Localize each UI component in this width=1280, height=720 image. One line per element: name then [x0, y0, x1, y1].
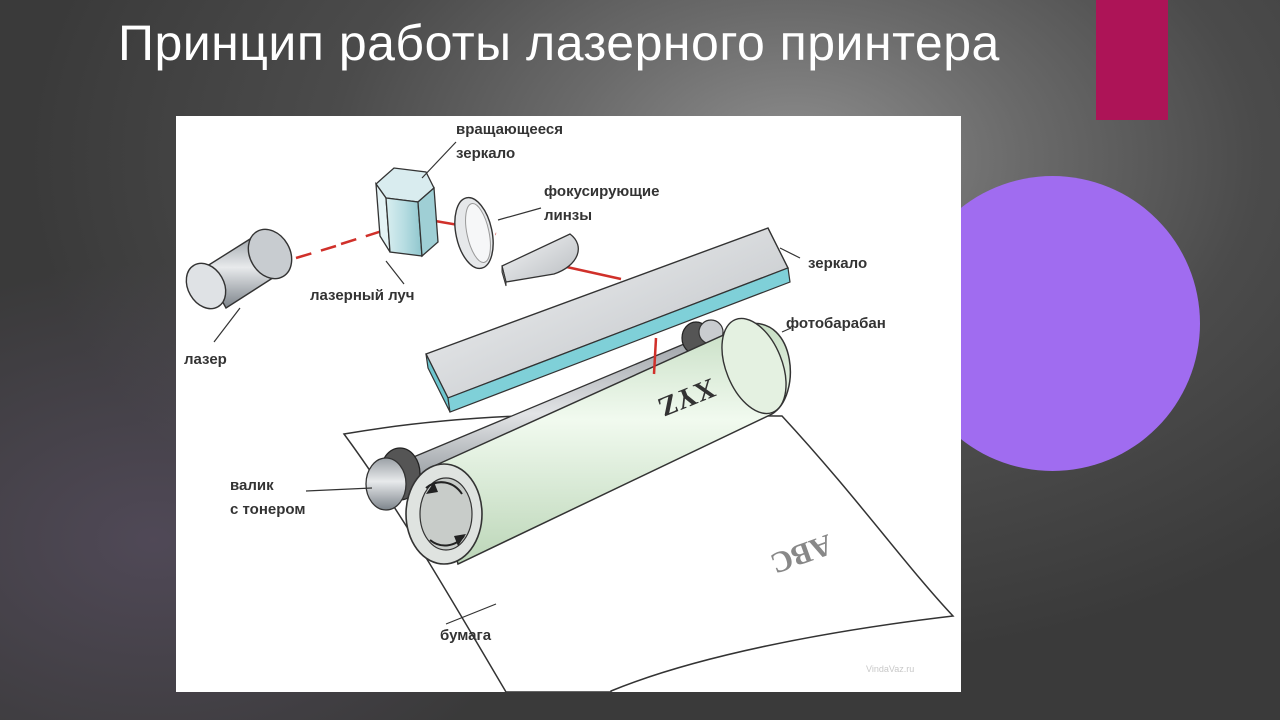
label-photo-drum: фотобарабан — [786, 315, 886, 332]
label-rotating-mirror-2: зеркало — [456, 145, 515, 162]
label-toner-roller-1: валик — [230, 477, 274, 494]
slide-title: Принцип работы лазерного принтера — [118, 15, 1000, 71]
label-toner-roller-2: с тонером — [230, 501, 305, 518]
laser-source — [185, 228, 293, 310]
label-rotating-mirror-1: вращающееся — [456, 121, 563, 138]
label-laser-beam: лазерный луч — [310, 287, 414, 304]
diagram-labels: вращающееся зеркало фокусирующие линзы з… — [184, 121, 886, 644]
label-focusing-lenses-2: линзы — [544, 207, 592, 224]
label-focusing-lenses-1: фокусирующие — [544, 183, 659, 200]
label-paper: бумага — [440, 627, 492, 644]
label-laser: лазер — [184, 351, 227, 368]
rotating-mirror — [375, 167, 439, 258]
focusing-lens-half — [501, 233, 579, 287]
photo-drum: XYZ — [405, 317, 792, 566]
accent-bar — [1096, 0, 1168, 120]
printer-diagram: ABC XYZ — [176, 116, 961, 692]
watermark: VindaVaz.ru — [866, 664, 914, 674]
focusing-lens-round — [454, 196, 494, 270]
diagram-canvas: ABC XYZ — [184, 121, 955, 692]
long-mirror — [425, 227, 791, 413]
leader-lines — [213, 141, 801, 625]
label-mirror: зеркало — [808, 255, 867, 272]
